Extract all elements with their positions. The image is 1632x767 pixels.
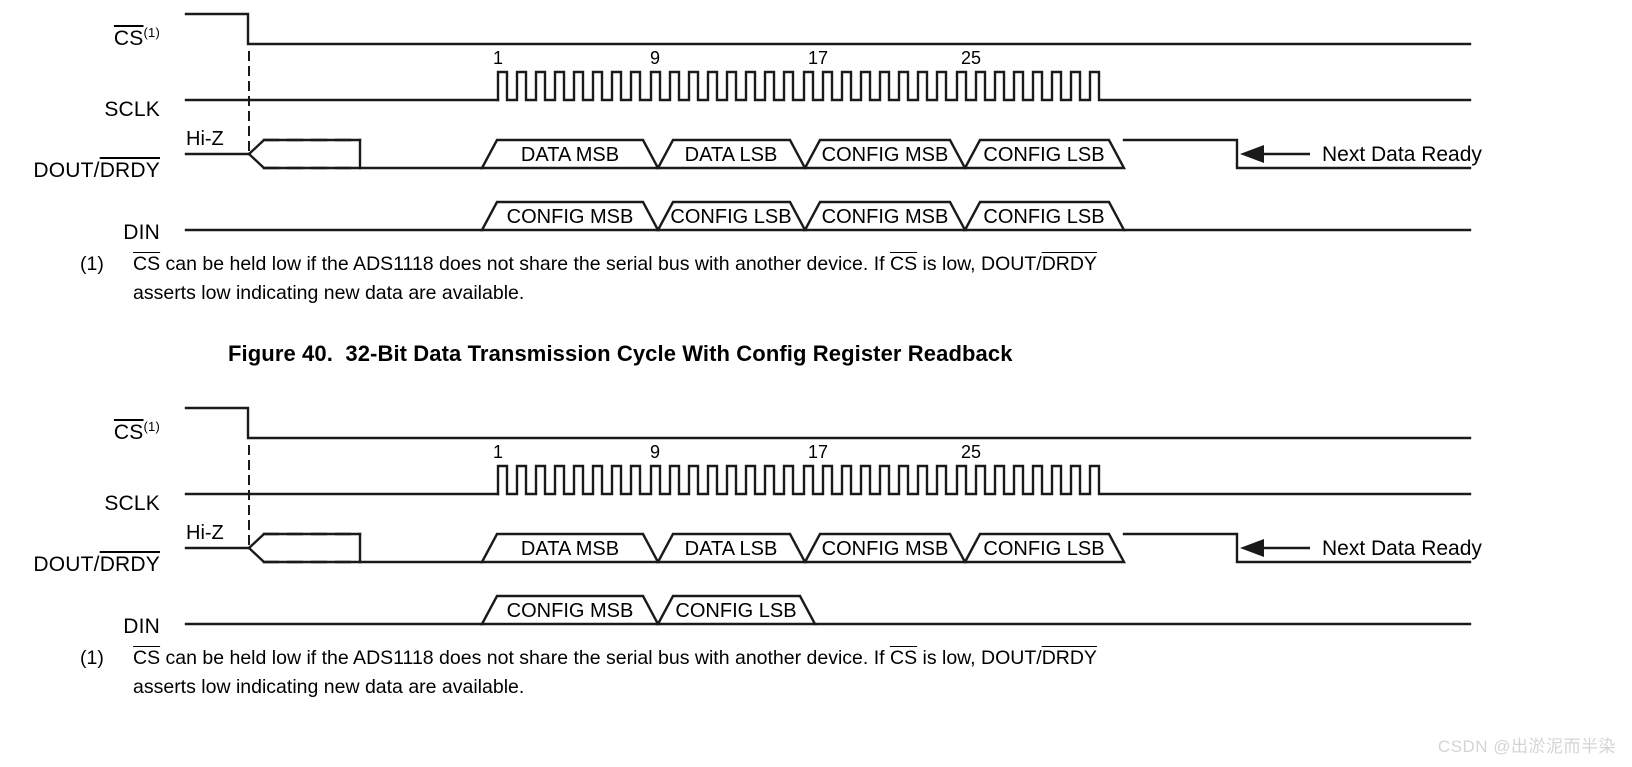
cs-waveform — [184, 12, 1472, 46]
signal-label-dout-prefix: DOUT/ — [33, 159, 100, 182]
dout-cell-text-2: CONFIG MSB — [822, 144, 949, 166]
dout-waveform — [184, 138, 1472, 170]
signal-label-din-text-bottom: DIN — [123, 615, 160, 638]
sclk-waveform-bottom — [184, 464, 1472, 496]
signal-label-cs-text-bottom: CS — [113, 421, 144, 444]
signal-label-sclk: SCLK — [0, 99, 160, 120]
dout-cell-text-1-bottom: DATA LSB — [685, 538, 778, 560]
cs-waveform-bottom — [184, 406, 1472, 440]
footnote-cs-2: CS — [889, 253, 918, 275]
waveform-canvas-top: 1 9 17 25 Hi-Z DATA MSB DATA LSB CONFIG … — [184, 12, 1482, 232]
signal-label-cs-bottom: CS(1) — [0, 420, 160, 443]
footnote-line2-top: asserts low indicating new data are avai… — [133, 282, 525, 304]
footnote-marker-bottom: (1) — [80, 647, 104, 669]
sclk-tick-17-bottom: 17 — [808, 442, 828, 462]
dout-cell-text-3-bottom: CONFIG LSB — [983, 538, 1104, 560]
hi-z-label-bottom: Hi-Z — [186, 522, 224, 544]
din-cell-text-1: CONFIG LSB — [670, 206, 791, 228]
dout-cell-text-1: DATA LSB — [685, 144, 778, 166]
dout-cell-text-2-bottom: CONFIG MSB — [822, 538, 949, 560]
footnote-text-1: can be held low if the ADS1118 does not … — [160, 253, 890, 275]
din-cell-text-0: CONFIG MSB — [507, 206, 634, 228]
signal-label-drdy-text: DRDY — [99, 159, 160, 182]
footnote-marker-top: (1) — [80, 253, 104, 275]
figure-caption: Figure 40. 32-Bit Data Transmission Cycl… — [228, 341, 1013, 367]
figure-caption-text: 32-Bit Data Transmission Cycle With Conf… — [345, 341, 1013, 366]
sclk-waveform — [184, 70, 1472, 102]
footnote-drdy-1: DRDY — [1041, 253, 1097, 275]
din-waveform-bottom — [184, 594, 1472, 626]
din-cell-text-0-bottom: CONFIG MSB — [507, 600, 634, 622]
next-data-ready-label-bottom: Next Data Ready — [1322, 537, 1482, 560]
sclk-tick-1-bottom: 1 — [493, 442, 503, 462]
din-waveform — [184, 200, 1472, 232]
footnote-drdy-1-bottom: DRDY — [1041, 647, 1097, 669]
signal-label-din-bottom: DIN — [0, 616, 160, 637]
din-cell-text-3: CONFIG LSB — [983, 206, 1104, 228]
dout-cell-text-0: DATA MSB — [521, 144, 619, 166]
dout-waveform-bottom — [184, 532, 1472, 564]
signal-label-sclk-text: SCLK — [104, 98, 160, 121]
signal-label-drdy-text-bottom: DRDY — [99, 553, 160, 576]
sclk-tick-25-bottom: 25 — [961, 442, 981, 462]
csdn-watermark: CSDN @出淤泥而半染 — [1437, 737, 1616, 756]
signal-label-sclk-text-bottom: SCLK — [104, 492, 160, 515]
footnote-cs-1-bottom: CS — [133, 647, 161, 669]
next-data-ready-arrow-icon-bottom — [1240, 539, 1310, 557]
footnote-text-2-bottom: is low, DOUT/ — [917, 647, 1042, 669]
timing-diagram-top: CS(1) SCLK DOUT/DRDY DIN — [0, 0, 1632, 304]
next-data-ready-arrow-icon — [1240, 145, 1310, 163]
signal-label-dout-drdy-bottom: DOUT/DRDY — [0, 554, 160, 575]
signal-label-din-text: DIN — [123, 221, 160, 244]
next-data-ready-label: Next Data Ready — [1322, 143, 1482, 166]
signal-label-cs: CS(1) — [0, 26, 160, 49]
signal-label-din: DIN — [0, 222, 160, 243]
signal-label-dout-prefix-bottom: DOUT/ — [33, 553, 100, 576]
dout-cell-text-0-bottom: DATA MSB — [521, 538, 619, 560]
signal-label-cs-footnote-marker: (1) — [143, 25, 160, 40]
din-cell-text-2: CONFIG MSB — [822, 206, 949, 228]
signal-label-cs-text: CS — [113, 27, 144, 50]
footnote-line1-top: CS can be held low if the ADS1118 does n… — [133, 250, 1097, 278]
dout-cell-text-3: CONFIG LSB — [983, 144, 1104, 166]
sclk-tick-9-bottom: 9 — [650, 442, 660, 462]
waveform-canvas-bottom: 1 9 17 25 Hi-Z DATA MSB DATA LSB CONFIG … — [184, 406, 1482, 626]
signal-label-dout-drdy: DOUT/DRDY — [0, 160, 160, 181]
footnote-text-2: is low, DOUT/ — [917, 253, 1042, 275]
timing-diagram-bottom: CS(1) SCLK DOUT/DRDY DIN — [0, 395, 1632, 698]
footnote-cs-2-bottom: CS — [889, 647, 918, 669]
hi-z-label: Hi-Z — [186, 128, 224, 150]
signal-label-sclk-bottom: SCLK — [0, 493, 160, 514]
sclk-tick-1: 1 — [493, 48, 503, 68]
sclk-tick-25: 25 — [961, 48, 981, 68]
footnote-cs-1: CS — [133, 253, 161, 275]
signal-label-cs-footnote-marker-bottom: (1) — [143, 419, 160, 434]
footnote-text-1-bottom: can be held low if the ADS1118 does not … — [160, 647, 890, 669]
footnote-line1-bottom: CS can be held low if the ADS1118 does n… — [133, 644, 1097, 672]
din-cell-text-1-bottom: CONFIG LSB — [675, 600, 796, 622]
sclk-tick-9: 9 — [650, 48, 660, 68]
sclk-tick-17: 17 — [808, 48, 828, 68]
figure-caption-number: Figure 40. — [228, 341, 333, 366]
footnote-line2-bottom: asserts low indicating new data are avai… — [133, 676, 525, 698]
